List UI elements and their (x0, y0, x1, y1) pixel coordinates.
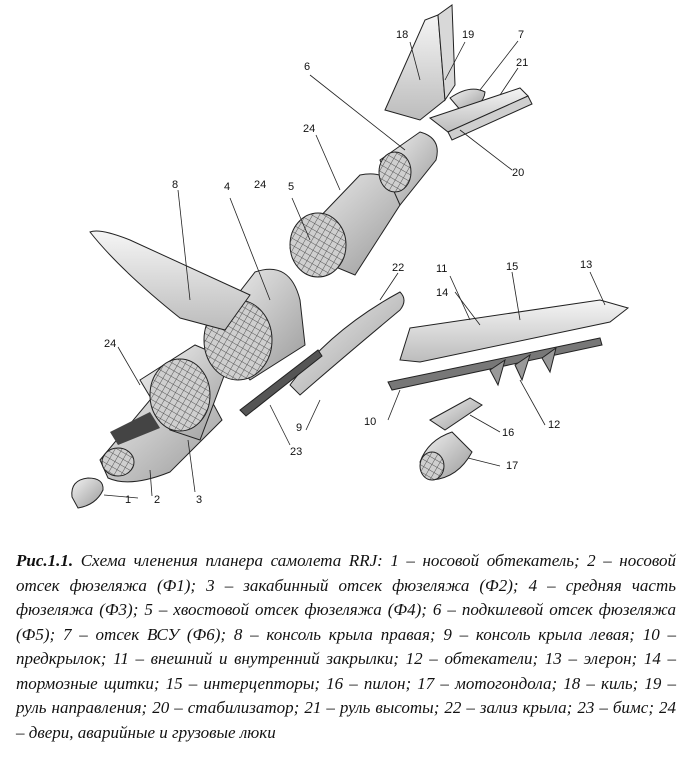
label-4: 4 (224, 181, 230, 193)
label-7: 7 (518, 29, 524, 41)
exploded-airframe-drawing: 1 2 3 4 5 6 7 8 9 10 11 12 13 14 15 16 1… (71, 4, 630, 509)
leader-lines (103, 40, 606, 499)
label-15: 15 (506, 261, 518, 273)
vertical-fin (384, 14, 446, 121)
label-14: 14 (436, 287, 448, 299)
label-19: 19 (462, 29, 474, 41)
subfin-frame (378, 151, 412, 193)
flap-fairing (514, 353, 531, 382)
keel-beam (239, 349, 323, 417)
label-17: 17 (506, 460, 518, 472)
caption-text: Схема членения планера самолета RRJ: 1 –… (16, 551, 676, 742)
label-22: 22 (392, 262, 404, 274)
label-8: 8 (172, 179, 178, 191)
nacelle-intake (419, 451, 445, 481)
label-16: 16 (502, 427, 514, 439)
label-3: 3 (196, 494, 202, 506)
elevator (447, 95, 533, 141)
forward-section-bulkhead (101, 447, 135, 477)
nose-cone (71, 477, 104, 509)
cockpit-windows (110, 412, 160, 445)
figure-caption: Рис.1.1. Схема членения планера самолета… (16, 549, 676, 745)
label-12: 12 (548, 419, 560, 431)
flap-fairing (541, 346, 557, 374)
label-6: 6 (304, 61, 310, 73)
label-1: 1 (125, 494, 131, 506)
label-24-doors-center: 24 (254, 179, 266, 191)
label-18: 18 (396, 29, 408, 41)
label-24-doors-forward: 24 (104, 338, 116, 350)
label-23: 23 (290, 446, 302, 458)
label-21: 21 (516, 57, 528, 69)
label-11: 11 (436, 263, 447, 275)
label-24-doors-aft: 24 (303, 123, 315, 135)
wing-fillet (289, 291, 405, 396)
pylon (429, 397, 483, 431)
aft-fuselage-frame (289, 212, 347, 278)
rudder (437, 4, 456, 102)
label-2: 2 (154, 494, 160, 506)
label-10: 10 (364, 416, 376, 428)
label-5: 5 (288, 181, 294, 193)
aft-cockpit-bulkhead (149, 358, 211, 432)
slat (387, 337, 603, 391)
label-13: 13 (580, 259, 592, 271)
part-labels: 1 2 3 4 5 6 7 8 9 10 11 12 13 14 15 16 1… (104, 29, 592, 506)
left-wing (399, 299, 630, 363)
label-9: 9 (296, 422, 302, 434)
label-20: 20 (512, 167, 524, 179)
figure-number: Рис.1.1. (16, 551, 74, 570)
flap-fairing (489, 358, 506, 387)
right-wing (89, 230, 251, 331)
